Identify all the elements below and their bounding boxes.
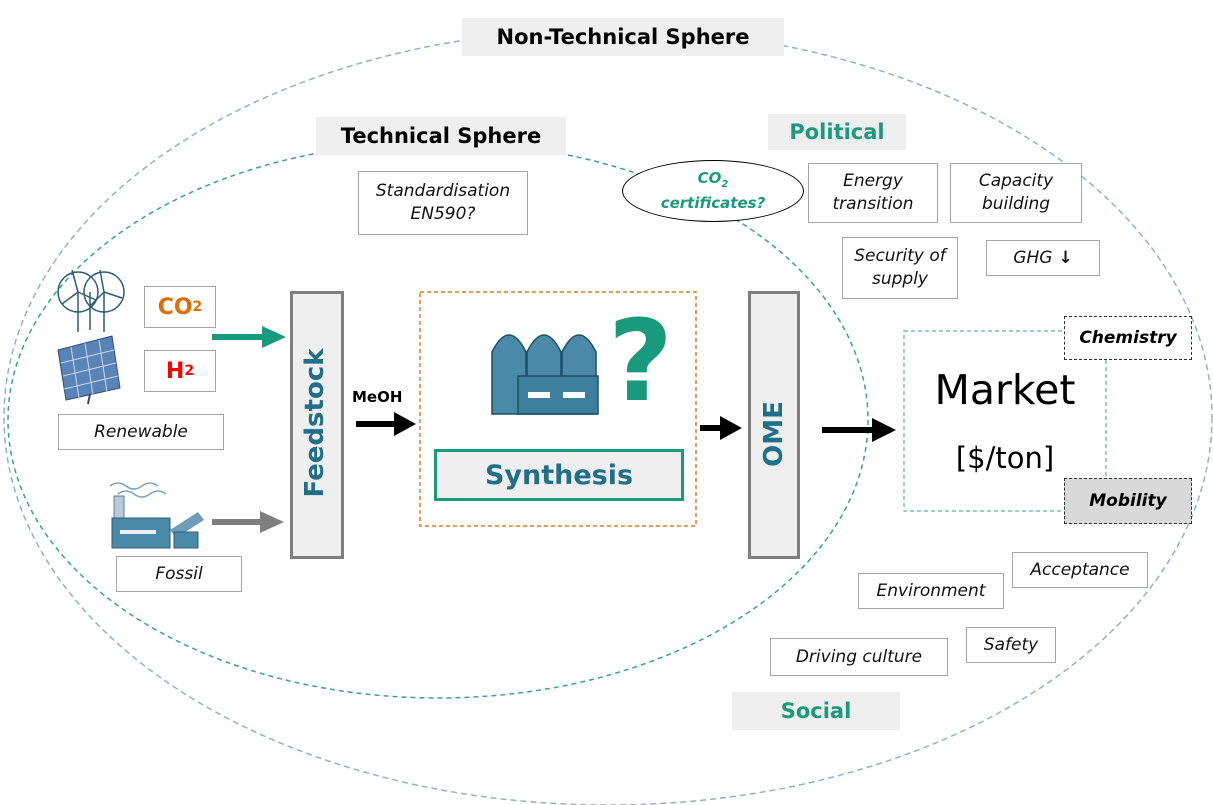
energy-transition-line1: Energy [843, 171, 903, 191]
meoh-label: MeOH [352, 388, 403, 406]
meoh-arrow [356, 412, 416, 436]
renewable-label-box: Renewable [58, 414, 224, 450]
wind-turbine-icon [57, 269, 125, 332]
chemistry-tag: Chemistry [1064, 316, 1192, 360]
energy-transition-box: Energy transition [808, 163, 938, 223]
co2-certificates-ellipse: CO2 certificates? [622, 160, 804, 222]
fossil-label-box: Fossil [116, 556, 242, 592]
fossil-factory-icon [109, 482, 204, 549]
down-arrow-icon: ↓ [1058, 247, 1073, 268]
acceptance-label: Acceptance [1030, 559, 1130, 580]
renewable-arrow [212, 326, 286, 348]
synthesis-to-ome-arrow [700, 416, 742, 440]
ome-label: OME [759, 401, 789, 467]
mobility-label: Mobility [1089, 491, 1167, 511]
synthesis-question-mark: ? [608, 297, 673, 427]
solar-panel-icon [57, 335, 121, 405]
standardisation-line1: Standardisation [375, 181, 511, 201]
ome-to-market-arrow [822, 418, 896, 442]
market-title: Market [934, 366, 1076, 414]
ghg-box: GHG ↓ [986, 240, 1100, 276]
environment-label: Environment [876, 580, 986, 601]
social-heading: Social [732, 692, 900, 730]
acceptance-box: Acceptance [1012, 552, 1148, 588]
feedstock-label: Feedstock [300, 348, 330, 498]
capacity-building-line2: building [981, 194, 1051, 214]
technical-sphere-title: Technical Sphere [316, 117, 566, 155]
security-line2: supply [872, 269, 928, 289]
mobility-tag: Mobility [1064, 478, 1192, 524]
standardisation-box: Standardisation EN590? [358, 171, 528, 235]
synthesis-label-box: Synthesis [434, 449, 684, 501]
driving-culture-box: Driving culture [770, 638, 948, 676]
safety-box: Safety [966, 627, 1056, 663]
safety-label: Safety [983, 634, 1039, 655]
security-line1: Security of [854, 246, 946, 266]
market-unit: [$/ton] [955, 441, 1055, 475]
capacity-building-line1: Capacity [978, 171, 1054, 191]
non-technical-sphere-label: Non-Technical Sphere [496, 25, 750, 49]
chemical-plant-icon [491, 334, 599, 415]
market-dashed-box [903, 330, 1107, 512]
non-technical-sphere-title: Non-Technical Sphere [462, 18, 784, 56]
renewable-label: Renewable [94, 421, 188, 442]
co2-certificates-line2: certificates? [660, 194, 766, 212]
security-of-supply-box: Security of supply [842, 237, 958, 299]
synthesis-label: Synthesis [484, 459, 634, 491]
fossil-label: Fossil [155, 563, 203, 584]
political-heading: Political [768, 114, 906, 150]
ghg-label: GHG [1013, 247, 1053, 268]
chemistry-label: Chemistry [1079, 328, 1177, 348]
standardisation-line2: EN590? [410, 204, 476, 224]
technical-sphere-label: Technical Sphere [340, 124, 542, 148]
energy-transition-line2: transition [832, 194, 914, 214]
ome-bar [748, 291, 800, 559]
synthesis-dashed-box [419, 291, 697, 527]
capacity-building-box: Capacity building [950, 163, 1082, 223]
driving-culture-label: Driving culture [795, 646, 923, 667]
fossil-arrow [212, 511, 284, 533]
social-label: Social [780, 699, 852, 723]
political-label: Political [789, 120, 885, 144]
feedstock-bar [290, 291, 344, 559]
environment-box: Environment [858, 573, 1004, 609]
co2-certificates-line1: CO2 [697, 169, 729, 190]
